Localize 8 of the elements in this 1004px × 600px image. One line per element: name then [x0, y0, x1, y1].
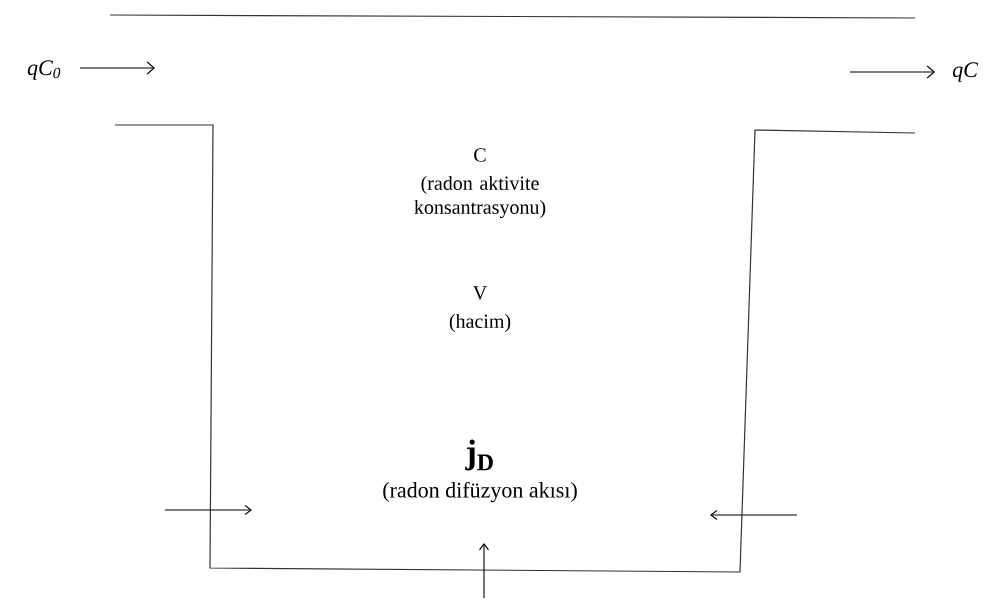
label-text: V [473, 286, 487, 300]
label-text: (radon difüzyon akısı) [383, 481, 577, 503]
flow-label: qC$_{0}$ [27, 60, 61, 80]
label-text: C [474, 148, 486, 162]
label-text: j$_{D}$ [465, 439, 493, 471]
label-text: (radon aktivite konsantrasyonu) [414, 175, 546, 219]
flow-label: qC [952, 62, 979, 82]
label-text: (hacim) [449, 313, 511, 333]
